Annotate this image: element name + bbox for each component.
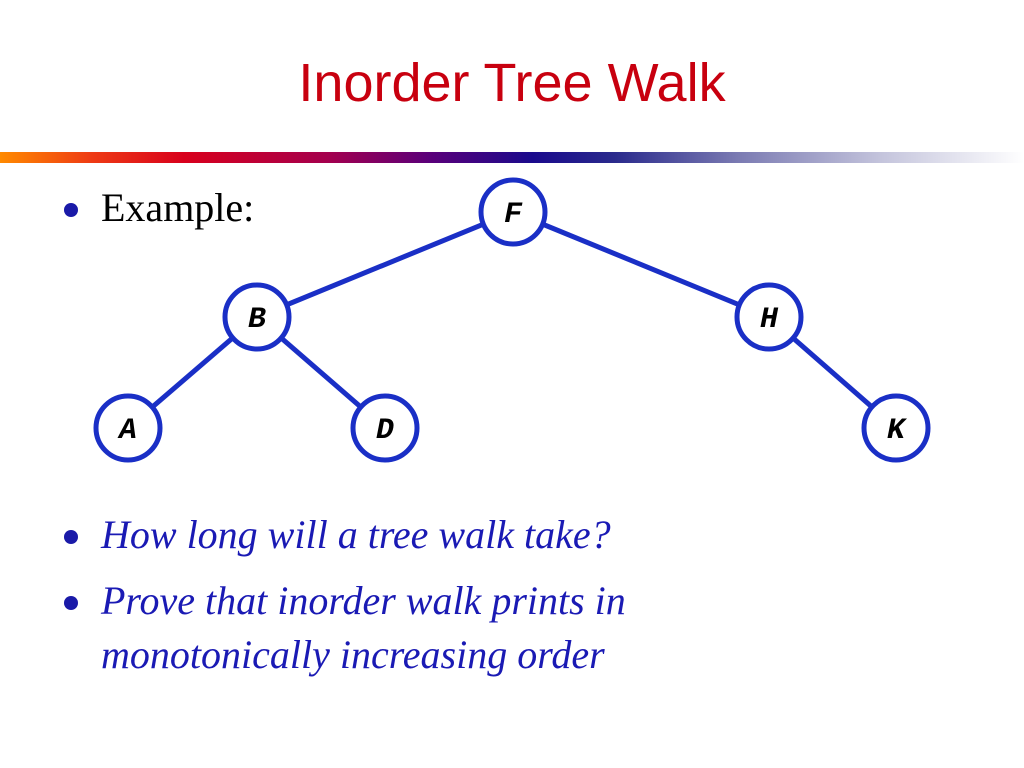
tree-node-label: A	[117, 414, 137, 448]
bullet-dot-icon	[64, 530, 78, 544]
bullet-question-runtime-text: How long will a tree walk take?	[101, 512, 611, 557]
tree-node-label: B	[248, 303, 266, 337]
tree-node-circle	[734, 282, 804, 352]
tree-node-F: F	[478, 177, 548, 247]
tree-node-circle	[222, 282, 292, 352]
tree-node-circle	[478, 177, 548, 247]
tree-node-label: K	[887, 414, 908, 448]
bullet-question-proof-text-line-1: Prove that inorder walk prints in	[101, 578, 626, 623]
tree-node-circle	[350, 393, 420, 463]
tree-node-D: D	[350, 393, 420, 463]
tree-node-H: H	[734, 282, 804, 352]
tree-edge-F-H	[512, 209, 770, 320]
bullet-example-text: Example:	[101, 185, 255, 230]
slide-title: Inorder Tree Walk	[298, 53, 726, 113]
bullet-dot-icon	[64, 203, 78, 217]
tree-node-label: H	[760, 303, 779, 337]
bullet-dot-icon	[64, 596, 78, 610]
tree-node-circle	[93, 393, 163, 463]
title-divider	[0, 152, 1024, 163]
bullet-question-proof-text-line-2: monotonically increasing order	[101, 632, 605, 677]
tree-node-circle	[861, 393, 931, 463]
tree-node-label: F	[504, 198, 523, 232]
tree-node-label: D	[376, 414, 394, 448]
tree-edge-F-B	[256, 209, 514, 320]
tree-node-B: B	[222, 282, 292, 352]
tree-node-A: A	[93, 393, 163, 463]
tree-node-K: K	[861, 393, 931, 463]
